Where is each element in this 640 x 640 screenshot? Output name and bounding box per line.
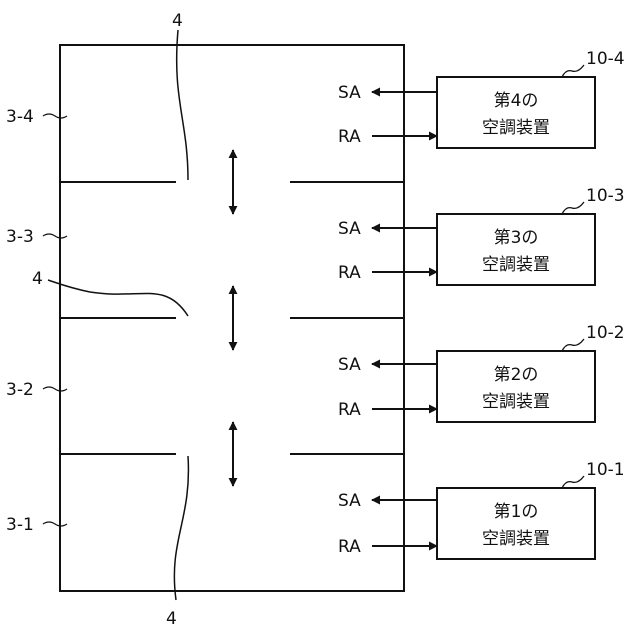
floor-label-3-2: 3-2	[6, 380, 34, 400]
opening-label-middle: 4	[32, 269, 43, 289]
ac-unit-3-line1: 第3の	[494, 228, 539, 248]
opening-label-bottom: 4	[166, 609, 177, 629]
ac-unit-2: 第2の 空調装置 SA RA 10-2	[338, 323, 625, 422]
ac-unit-4: 第4の 空調装置 SA RA 10-4	[338, 49, 625, 148]
ac-unit-2-line1: 第2の	[494, 365, 539, 385]
ac-unit-1-line1: 第1の	[494, 502, 539, 522]
ac-unit-1-ref: 10-1	[586, 460, 625, 480]
ac-unit-3-supply-label: SA	[338, 219, 361, 239]
ac-unit-4-line2: 空調装置	[482, 118, 550, 138]
ac-unit-4-return-label: RA	[338, 127, 361, 147]
ac-unit-1-return-label: RA	[338, 537, 361, 557]
ac-unit-3-line2: 空調装置	[482, 255, 550, 275]
ac-unit-1: 第1の 空調装置 SA RA 10-1	[338, 460, 625, 559]
ac-unit-4-line1: 第4の	[494, 91, 539, 111]
ac-unit-1-supply-label: SA	[338, 491, 361, 511]
floor-leader-3-1	[43, 522, 67, 526]
floor-leader-3-4	[43, 114, 67, 118]
ac-unit-2-line2: 空調装置	[482, 392, 550, 412]
opening-label-top: 4	[172, 11, 183, 31]
ac-unit-4-supply-label: SA	[338, 83, 361, 103]
ac-unit-2-supply-label: SA	[338, 355, 361, 375]
floor-label-3-4: 3-4	[6, 107, 34, 127]
ac-unit-2-return-label: RA	[338, 400, 361, 420]
floor-label-3-1: 3-1	[6, 515, 34, 535]
ac-unit-1-line2: 空調装置	[482, 529, 550, 549]
opening-leader-bottom	[174, 456, 188, 600]
ac-unit-4-ref: 10-4	[586, 49, 625, 69]
ac-unit-3-ref: 10-3	[586, 186, 625, 206]
opening-leader-top	[177, 30, 188, 180]
floor-leader-3-2	[43, 387, 67, 391]
opening-leader-middle	[48, 280, 188, 316]
ac-unit-3-return-label: RA	[338, 263, 361, 283]
ac-unit-2-ref: 10-2	[586, 323, 625, 343]
floor-label-3-3: 3-3	[6, 227, 34, 247]
floor-leader-3-3	[43, 234, 67, 238]
ac-unit-3: 第3の 空調装置 SA RA 10-3	[338, 186, 625, 285]
